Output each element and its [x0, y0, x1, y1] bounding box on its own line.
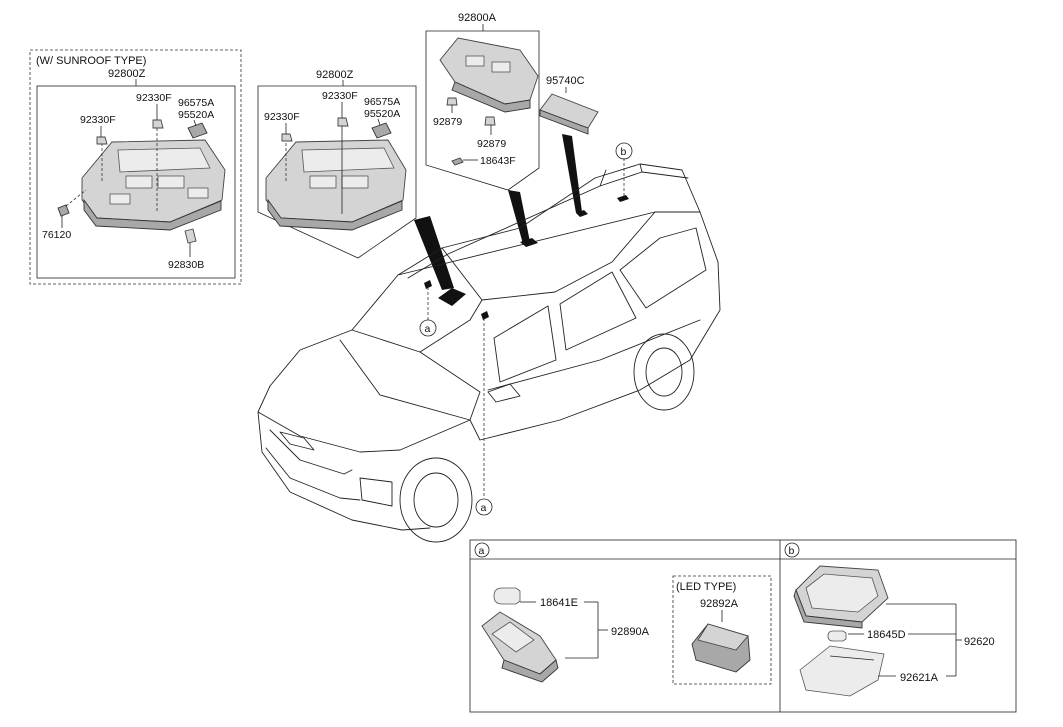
sunroof-connector-label: 96575A — [178, 97, 214, 109]
led-map-lamp-icon — [691, 623, 751, 673]
standard-overhead-group: 92800Z 92330F 92330F 96575A 95520A — [257, 69, 417, 259]
detail-a-bulb-label: 18641E — [540, 597, 578, 609]
front-clip-left-icon — [446, 97, 458, 106]
callout-a-side-text: a — [481, 502, 487, 514]
festoon-bulb-b-icon — [827, 630, 847, 642]
led-type-frame — [672, 575, 772, 685]
callout-a-windshield — [419, 319, 437, 337]
front-frame — [425, 30, 540, 191]
front-map-lamp-group: 92800A 92879 92879 18643F — [425, 12, 540, 191]
sunroof-inner-frame — [36, 85, 236, 279]
std-clip-left-icon — [281, 133, 293, 142]
detail-a-lamp-label: 92890A — [611, 626, 650, 638]
sunroof-type-group: (W/ SUNROOF TYPE) 92800Z 92330F 92330F 9… — [29, 49, 242, 285]
led-lamp-label: 92892A — [700, 598, 739, 610]
front-clip-right-icon — [484, 116, 496, 126]
front-assembly-label: 92800A — [458, 12, 497, 24]
std-switch-icon — [371, 122, 392, 139]
std-overhead-console — [265, 125, 407, 231]
front-bulb-icon — [451, 157, 464, 166]
std-clip-label-top: 92330F — [322, 90, 358, 102]
std-assembly-label: 92800Z — [316, 69, 354, 81]
sunroof-switch-label: 95520A — [178, 109, 214, 121]
sunroof-overhead-console — [81, 128, 226, 231]
detail-b-lens-label: 92621A — [900, 672, 939, 684]
std-clip-top-icon — [337, 117, 349, 127]
rear-room-lamp-group: 95740C — [539, 75, 599, 135]
leader-wedge-front — [508, 190, 530, 244]
detail-a-tag — [474, 542, 490, 558]
detail-b-lamp-label: 92620 — [964, 636, 995, 648]
callout-b-roof-text: b — [621, 146, 627, 158]
detail-b-bulb-label: 18645D — [867, 629, 906, 641]
sunroof-outer-frame — [29, 49, 242, 285]
sunroof-cover-label: 92830B — [168, 259, 204, 271]
room-lamp-housing-b-icon — [793, 565, 889, 629]
vehicle-outline — [257, 163, 721, 543]
callout-a-side — [475, 498, 493, 516]
map-lamp-a-icon — [481, 611, 559, 683]
std-clip-label-left: 92330F — [264, 111, 300, 123]
callout-b-roof — [615, 142, 633, 160]
detail-b-tag — [784, 542, 800, 558]
sunroof-assembly-label: 92800Z — [108, 68, 146, 80]
front-clip-label-right: 92879 — [477, 138, 506, 150]
detail-panel-frame — [469, 539, 1017, 713]
front-map-lamp-housing — [439, 37, 539, 113]
room-lamp-lens-b-icon — [799, 645, 885, 697]
leader-wedge-rear — [562, 134, 582, 213]
sunroof-clip-label-left: 92330F — [80, 114, 116, 126]
sunroof-clip-label-top: 92330F — [136, 92, 172, 104]
sunroof-sensor-label: 76120 — [42, 229, 71, 241]
detail-a-tag-text: a — [479, 545, 485, 557]
sunroof-sensor-icon — [57, 204, 70, 217]
callout-a-windshield-text: a — [425, 323, 431, 335]
detail-panel: a 18641E 92890A (LED TYPE) 92892A b — [469, 539, 1017, 713]
festoon-bulb-a-icon — [493, 587, 521, 605]
front-clip-label-left: 92879 — [433, 116, 462, 128]
std-switch-label: 95520A — [364, 108, 400, 120]
sunroof-cover-icon — [184, 228, 197, 244]
sunroof-clip-top-icon — [152, 119, 164, 129]
sunroof-title: (W/ SUNROOF TYPE) — [36, 55, 146, 67]
std-connector-label: 96575A — [364, 96, 400, 108]
led-type-title: (LED TYPE) — [676, 581, 736, 593]
sunroof-switch-icon — [187, 122, 208, 139]
sunroof-clip-left-icon — [96, 136, 108, 145]
std-frame — [257, 85, 417, 259]
front-bulb-label: 18643F — [480, 155, 516, 167]
detail-b-tag-text: b — [789, 545, 795, 557]
rear-lamp-label: 95740C — [546, 75, 585, 87]
